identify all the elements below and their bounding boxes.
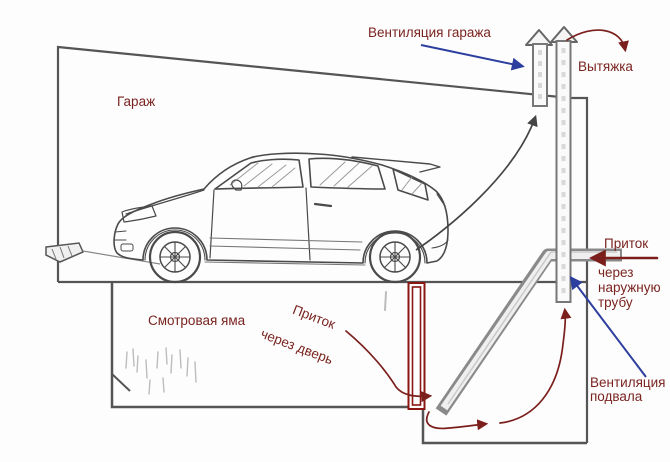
car-front-wheel: [148, 230, 202, 284]
car-headlight: [121, 205, 157, 223]
outer-pipe-inflow-label-line2: через: [598, 265, 634, 280]
basement-floor-flow-arrow: [425, 411, 489, 431]
outer-pipe-inflow-label-lines: через наружную трубу: [598, 265, 661, 310]
car-fog-light: [120, 243, 134, 252]
car-rear-window: [308, 157, 386, 190]
pointer-arrows: [420, 44, 647, 378]
basement-vent-pointer-arrow: [569, 275, 647, 378]
right-outer-wall: [570, 96, 589, 443]
exhaust-label: Вытяжка: [578, 59, 633, 74]
inspection-pit-outline: [110, 282, 412, 409]
garage-air-flow-arrow: [415, 114, 538, 251]
pit-hatch-texture: [125, 291, 387, 395]
car-quarter-window: [392, 168, 429, 201]
garage-vent-pointer-arrow: [420, 44, 525, 71]
door-inflow-arrow: [345, 330, 433, 403]
car-drawing: [113, 152, 449, 284]
window-glass-hatching: [229, 161, 423, 195]
basement-ventilation-label-line1: Вентиляция: [590, 375, 666, 390]
garage-ventilation-label: Вентиляция гаража: [368, 25, 491, 40]
inspection-pit-label: Смотровая яма: [148, 313, 246, 328]
vent-leader-line: [82, 250, 161, 265]
garage-wall-and-roof: [56, 45, 571, 282]
basement-rise-flow-arrow: [499, 307, 572, 424]
car-mirror: [231, 179, 243, 191]
airflow-arrows: [345, 29, 659, 431]
basement-ventilation-label: Вентиляция подвала: [590, 376, 665, 404]
wall-vent: [45, 242, 161, 265]
basement-door: [407, 282, 426, 410]
outer-pipe-inflow-label-line3: наружную: [598, 280, 661, 295]
car-door-handle: [313, 202, 333, 208]
basement-ventilation-label-line2: подвала: [590, 389, 643, 404]
pit-wall-tick-mark: [111, 373, 131, 392]
exhaust-flow-arrow: [566, 29, 629, 53]
basement-outline: [421, 282, 587, 445]
car-body-outline: [113, 152, 449, 264]
garage-vent-pipe: [525, 29, 553, 107]
exhaust-pipe: [550, 26, 578, 303]
car-spoiler: [351, 156, 441, 173]
garage-label: Гараж: [117, 94, 156, 109]
outer-pipe-inflow-label-line1: Приток: [604, 236, 649, 251]
car-rear-wheel: [368, 230, 422, 284]
car-front-window: [214, 158, 304, 190]
outer-pipe-inflow-label-line4: трубу: [598, 295, 633, 310]
car-taillight: [436, 193, 446, 207]
